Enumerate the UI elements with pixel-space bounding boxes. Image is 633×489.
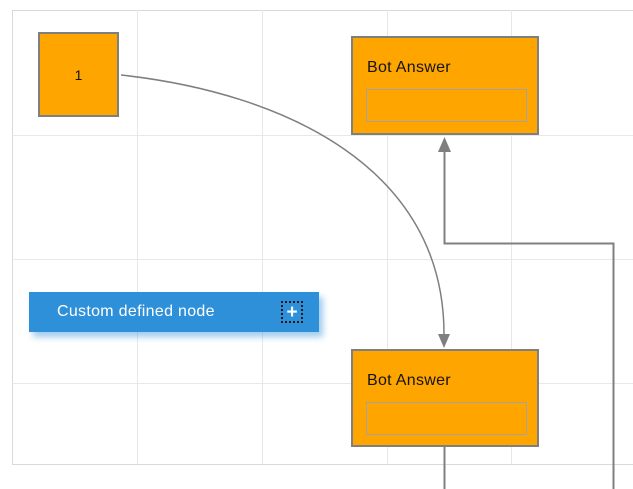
connector-orthogonal-path[interactable] xyxy=(443,152,615,489)
add-port-icon[interactable]: + xyxy=(281,301,303,323)
connector-curve-path[interactable] xyxy=(120,74,445,335)
custom-node-label: Custom defined node xyxy=(57,303,215,320)
connector-curve[interactable] xyxy=(120,74,450,348)
connector-orthogonal[interactable] xyxy=(438,137,615,489)
node-bot-answer-bottom[interactable]: Bot Answer xyxy=(351,349,539,447)
node-custom-defined[interactable]: Custom defined node + xyxy=(29,292,319,332)
node-bot-answer-top[interactable]: Bot Answer xyxy=(351,36,539,135)
plus-icon: + xyxy=(286,301,298,323)
answer-input-field[interactable] xyxy=(366,89,527,122)
arrowhead-up-icon xyxy=(438,137,451,152)
node-title: Bot Answer xyxy=(367,372,451,389)
node-1[interactable]: 1 xyxy=(38,32,119,117)
answer-input-field[interactable] xyxy=(366,402,527,435)
arrowhead-down-icon xyxy=(438,334,450,348)
node-1-label: 1 xyxy=(74,66,83,83)
node-title: Bot Answer xyxy=(367,59,451,76)
